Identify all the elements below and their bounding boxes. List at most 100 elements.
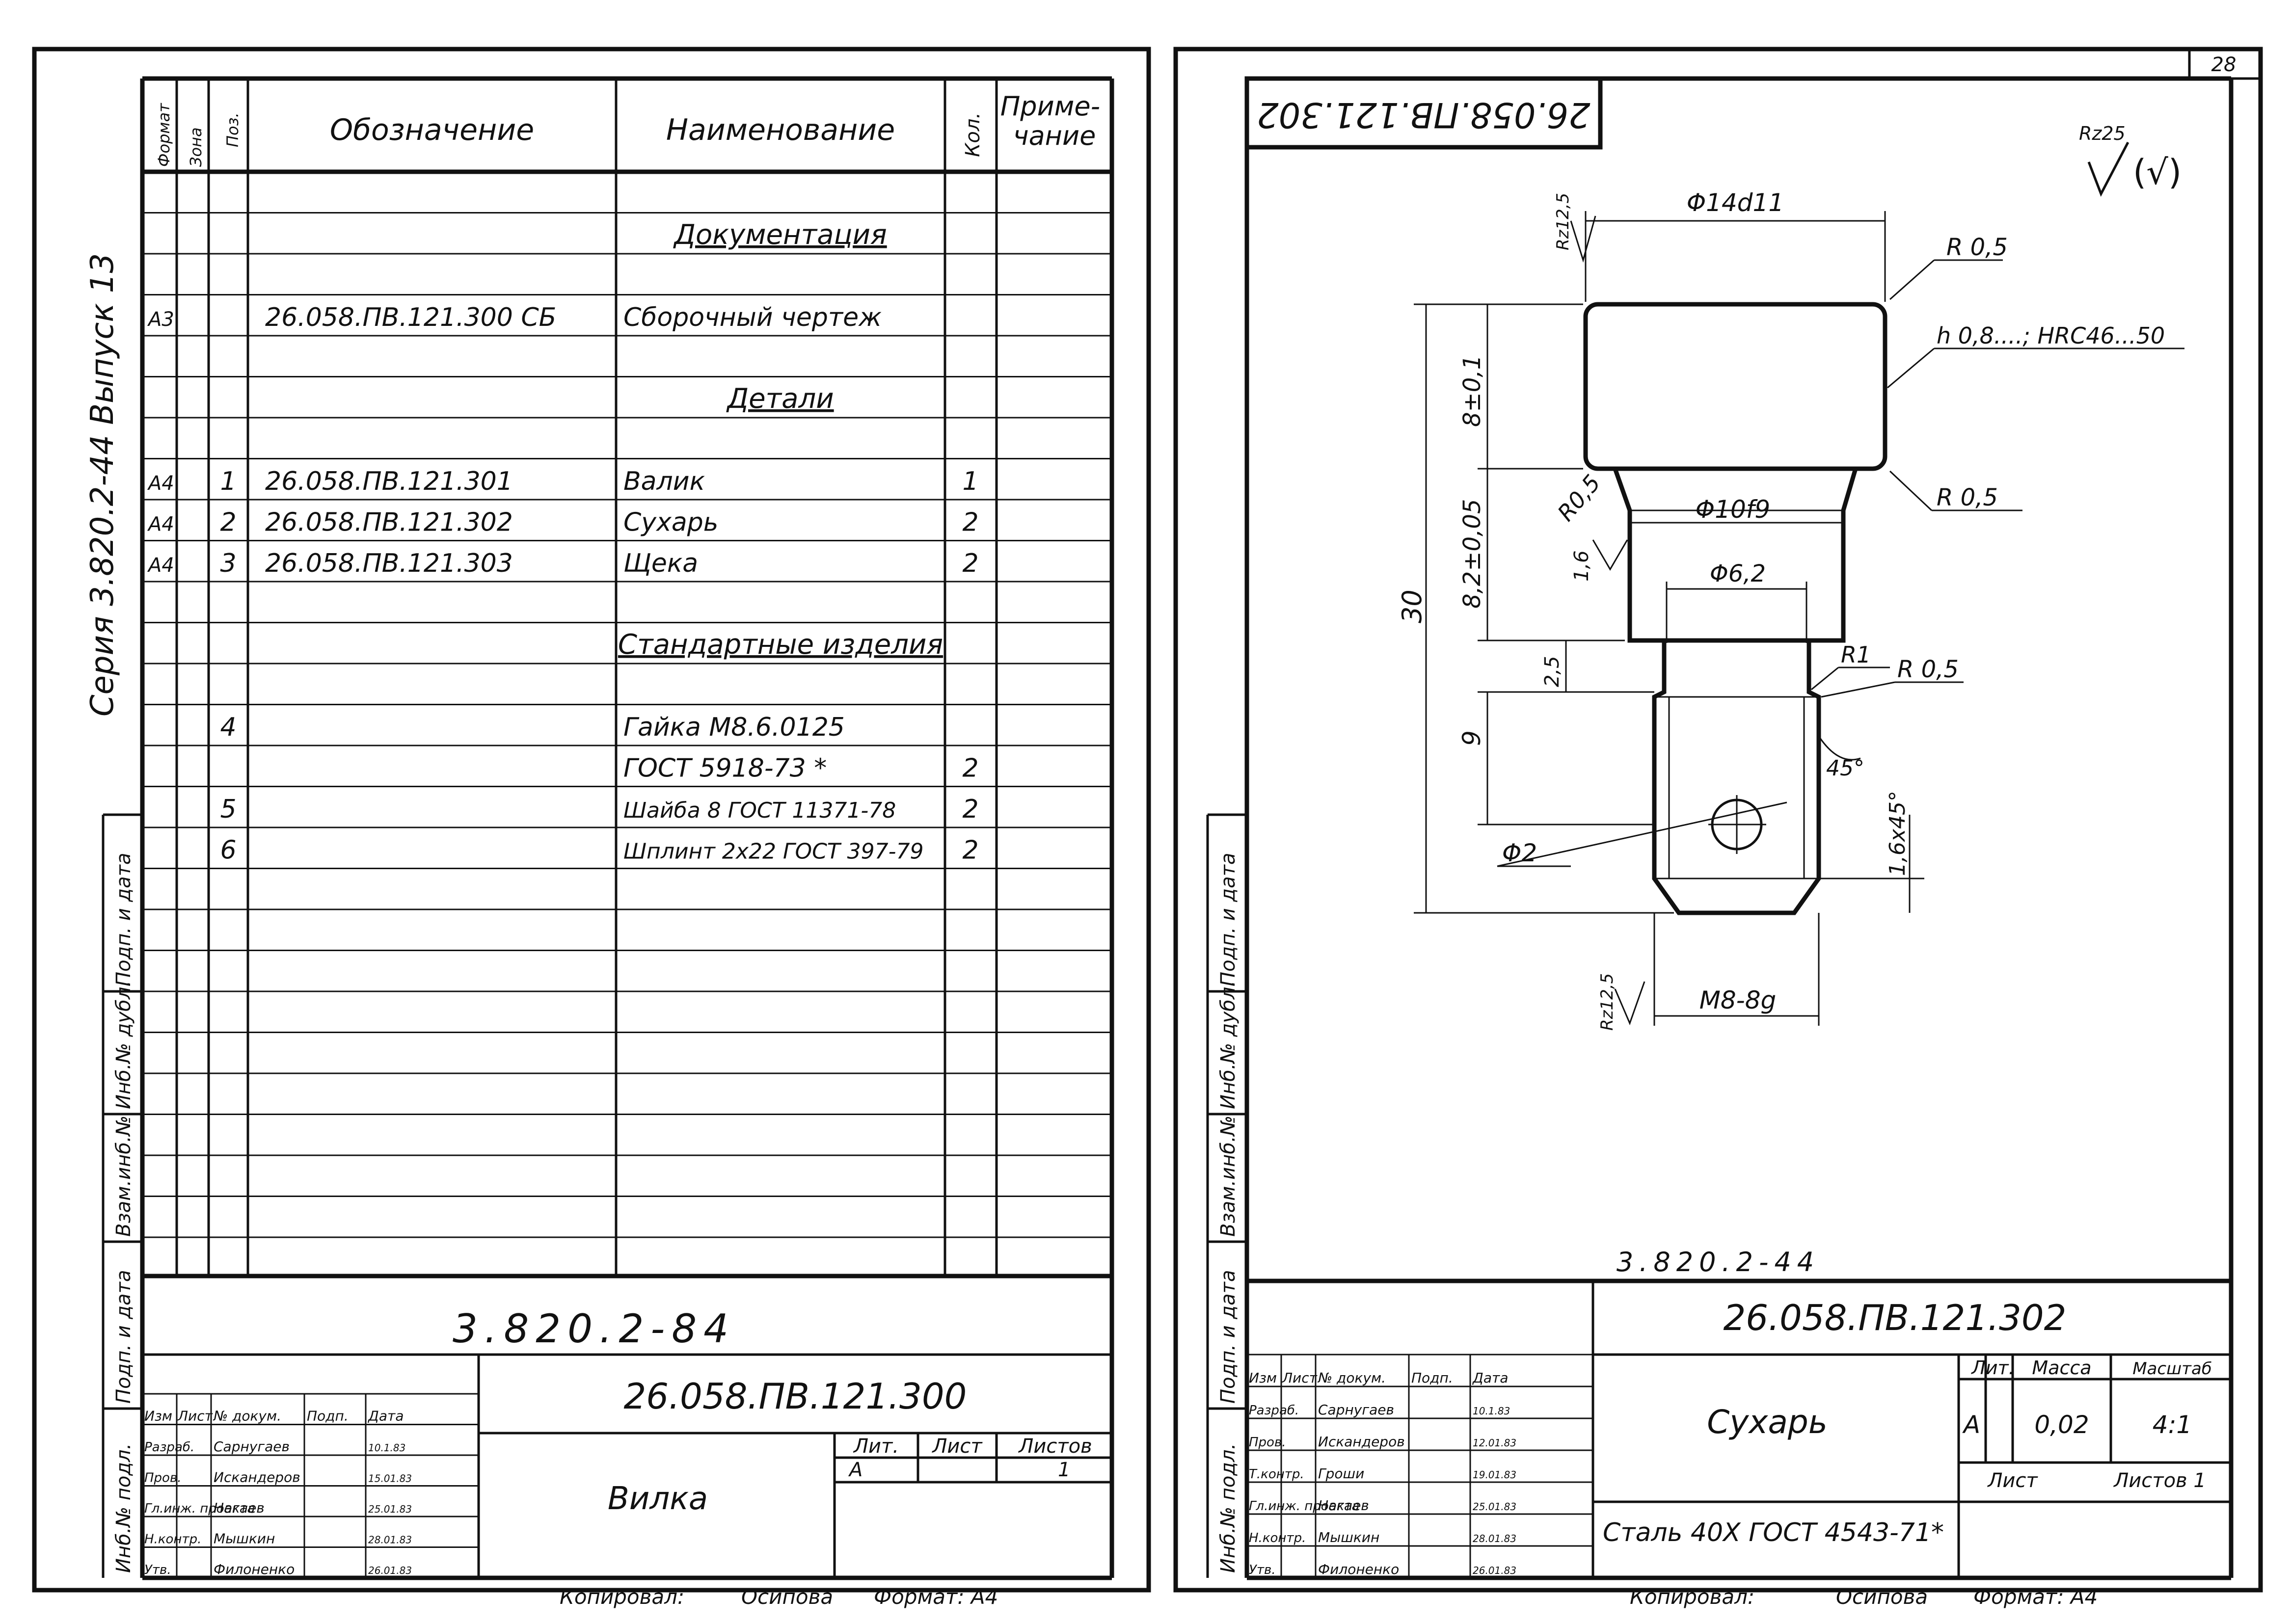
right-title-designation: 26.058.ПВ.121.302 — [1724, 1297, 2067, 1338]
page-number-box — [2188, 48, 2262, 80]
rz-top: Rz12,5 — [1553, 193, 1573, 250]
sign-person: Гроши — [1318, 1465, 1364, 1482]
left-lit-value: А — [848, 1459, 862, 1481]
spec-row: Стандартные изделия — [618, 629, 943, 661]
sign-person: Нагаев — [1318, 1497, 1369, 1514]
right-side-label-2: Подп. и дата — [1217, 1270, 1240, 1404]
spec-pos: 5 — [220, 795, 236, 824]
spec-format: А4 — [147, 513, 174, 536]
dim-r-top: R 0,5 — [1946, 234, 2008, 261]
right-copied-by: Осипова — [1836, 1585, 1928, 1609]
sign-role: Н.контр. — [144, 1532, 201, 1547]
header-designation: Обозначение — [330, 113, 534, 147]
sign-person: Искандеров — [1318, 1434, 1405, 1450]
left-outer-frame — [32, 47, 1151, 1593]
header-zone: Зона — [187, 127, 205, 167]
left-side-label-2: Подп. и дата — [112, 1270, 135, 1404]
spec-qty: 2 — [962, 754, 978, 783]
part-neck — [1613, 468, 1858, 643]
sign-date: 26.01.83 — [1473, 1565, 1516, 1576]
spec-qty: 2 — [962, 549, 978, 578]
right-outer-frame — [1173, 47, 2263, 1593]
sign-header: № докум. — [1317, 1370, 1386, 1386]
dim-r-mid-left: R0,5 — [1552, 470, 1606, 526]
sign-person: Нагаев — [214, 1500, 265, 1516]
right-format: Формат: А4 — [1973, 1585, 2098, 1609]
spec-format: А3 — [147, 308, 174, 331]
spec-row: ГОСТ 5918-73 *2 — [623, 754, 979, 783]
spec-row: Детали — [726, 383, 834, 415]
left-title-designation: 26.058.ПВ.121.300 — [624, 1376, 967, 1417]
right-title-name: Сухарь — [1707, 1403, 1827, 1441]
left-lit-label: Лит. — [853, 1435, 899, 1458]
spec-designation: 26.058.ПВ.121.300 СБ — [265, 303, 556, 332]
right-lit-value: А — [1962, 1411, 1980, 1439]
dim-h-total: 30 — [1397, 589, 1428, 623]
right-side-label-3: Взам.инб.№ — [1217, 1116, 1240, 1237]
spec-section-title: Детали — [726, 383, 834, 415]
sign-header: Изм — [144, 1408, 172, 1424]
dim-r-mid-right: R 0,5 — [1937, 484, 1998, 511]
dim-d-mid: Φ10f9 — [1696, 495, 1770, 524]
spec-name: Шайба 8 ГОСТ 11371-78 — [623, 798, 896, 823]
spec-table: Формат Зона Поз. Обозначение Наименовани… — [142, 79, 1112, 1278]
sign-header: Подп. — [307, 1408, 349, 1424]
spec-format: А4 — [147, 554, 174, 577]
sign-role: Гл.инж. проекта — [1249, 1499, 1359, 1514]
sign-role: Пров. — [144, 1471, 182, 1486]
spec-section-title: Стандартные изделия — [618, 629, 943, 661]
sign-role: Н.контр. — [1249, 1531, 1306, 1545]
sign-date: 10.1.83 — [368, 1442, 405, 1454]
header-note: Приме- чание — [1000, 91, 1109, 151]
dim-r-low: R 0,5 — [1897, 656, 1959, 683]
left-side-label-3: Взам.инб.№ — [112, 1116, 135, 1237]
dim-h-head: 8±0,1 — [1458, 355, 1486, 427]
sign-role: Т.контр. — [1249, 1467, 1304, 1482]
spec-qty: 2 — [962, 795, 978, 824]
spec-section-title: Документация — [673, 219, 887, 251]
dim-h-groove: 2,5 — [1541, 656, 1563, 687]
dim-d-inner: Φ6,2 — [1710, 560, 1766, 587]
sign-person: Сарнугаев — [214, 1438, 290, 1455]
right-side-labels: Подп. и дата Инб.№ дубл. Взам.инб.№ Подп… — [1206, 813, 1247, 1578]
left-side-label-5: Подп. и дата — [112, 853, 135, 986]
sign-person: Филоненко — [1318, 1561, 1399, 1577]
left-side-label-1: Инб.№ подл. — [112, 1443, 135, 1573]
spec-row: Документация — [673, 219, 887, 251]
right-material: Сталь 40Х ГОСТ 4543-71* — [1603, 1518, 1944, 1547]
page-number: 28 — [2211, 53, 2237, 76]
spec-format: А4 — [147, 472, 174, 495]
left-sheet: Серия 3.820.2-44 Выпуск 13 Подп. и дата … — [32, 47, 1151, 1609]
left-sheets-value: 1 — [1058, 1459, 1070, 1481]
sign-person: Мышкин — [1318, 1529, 1379, 1545]
right-stamp-series: 3.820.2-44 — [1617, 1247, 1820, 1278]
right-stamp: 3.820.2-44 26.058.ПВ.121.302 Сухарь Стал… — [1246, 1247, 2231, 1579]
spec-qty: 1 — [962, 467, 978, 496]
right-scale-value: 4:1 — [2153, 1411, 2192, 1439]
left-side-labels: Подп. и дата Инб.№ дубл. Взам.инб.№ Подп… — [102, 813, 142, 1578]
sign-person: Искандеров — [214, 1469, 300, 1486]
header-pos: Поз. — [223, 112, 242, 147]
right-copied-label: Копировал: — [1630, 1585, 1754, 1609]
rz-bottom: Rz12,5 — [1597, 973, 1617, 1031]
right-side-label-1: Инб.№ подл. — [1217, 1443, 1240, 1573]
sign-role: Гл.инж. проекта — [144, 1501, 255, 1516]
spec-qty: 2 — [962, 836, 978, 865]
sign-date: 12.01.83 — [1473, 1437, 1516, 1449]
right-sheet: 28 26.058.ПВ.121.302 Подп. и дата Инб.№ … — [1173, 47, 2263, 1609]
left-format: Формат: А4 — [874, 1585, 998, 1609]
sign-date: 19.01.83 — [1473, 1469, 1516, 1481]
sign-date: 25.01.83 — [368, 1503, 412, 1515]
sign-person: Мышкин — [214, 1531, 275, 1547]
corner-designation: 26.058.ПВ.121.302 — [1257, 95, 1590, 135]
sign-role: Утв. — [144, 1563, 171, 1577]
spec-pos: 4 — [220, 713, 236, 742]
header-name: Наименование — [666, 113, 895, 147]
spec-designation: 26.058.ПВ.121.302 — [265, 508, 513, 537]
sign-header: Подп. — [1411, 1370, 1453, 1386]
